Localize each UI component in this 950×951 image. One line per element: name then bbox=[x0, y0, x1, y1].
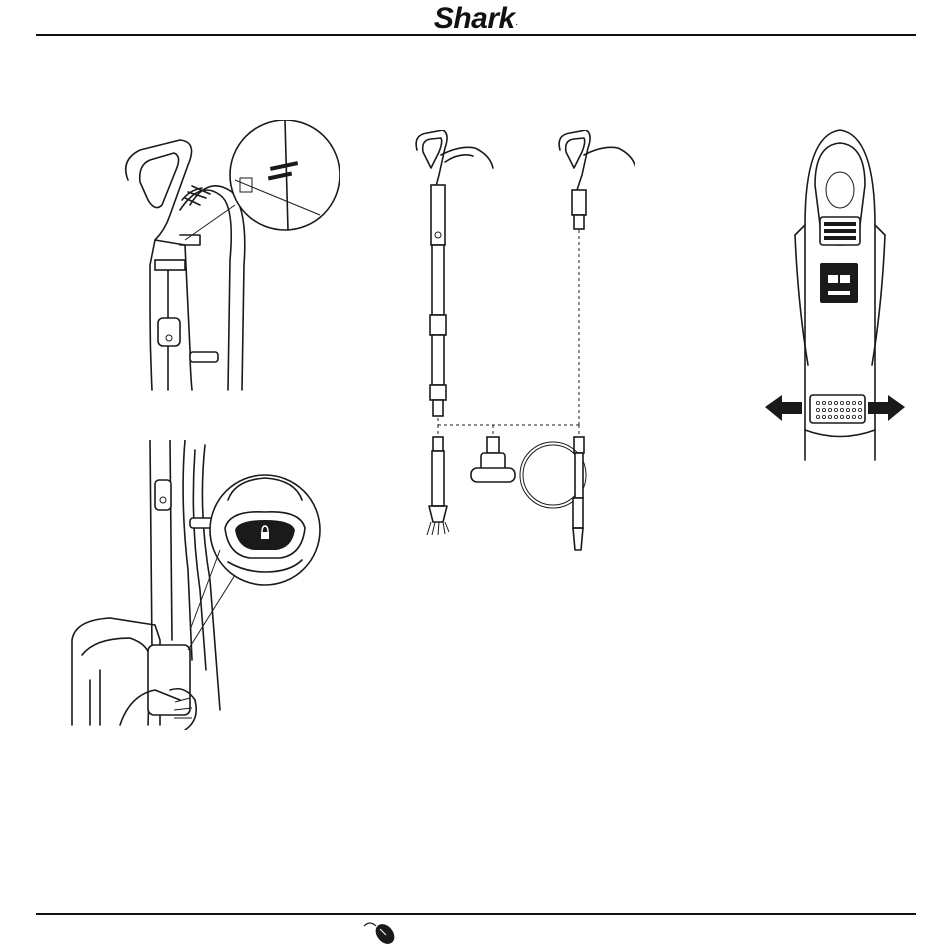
attachments-illustration bbox=[405, 130, 635, 570]
mouse-icon bbox=[362, 920, 402, 951]
slider-release-illustration bbox=[760, 125, 910, 465]
hose-lock-illustration bbox=[70, 440, 330, 730]
handle-hose-illustration bbox=[110, 120, 340, 395]
footer-rule bbox=[36, 913, 916, 915]
brand-name: Shark bbox=[434, 2, 515, 35]
brand-mark: . bbox=[516, 20, 517, 27]
header-rule bbox=[36, 34, 916, 36]
brand-logo: Shark. bbox=[0, 2, 950, 36]
